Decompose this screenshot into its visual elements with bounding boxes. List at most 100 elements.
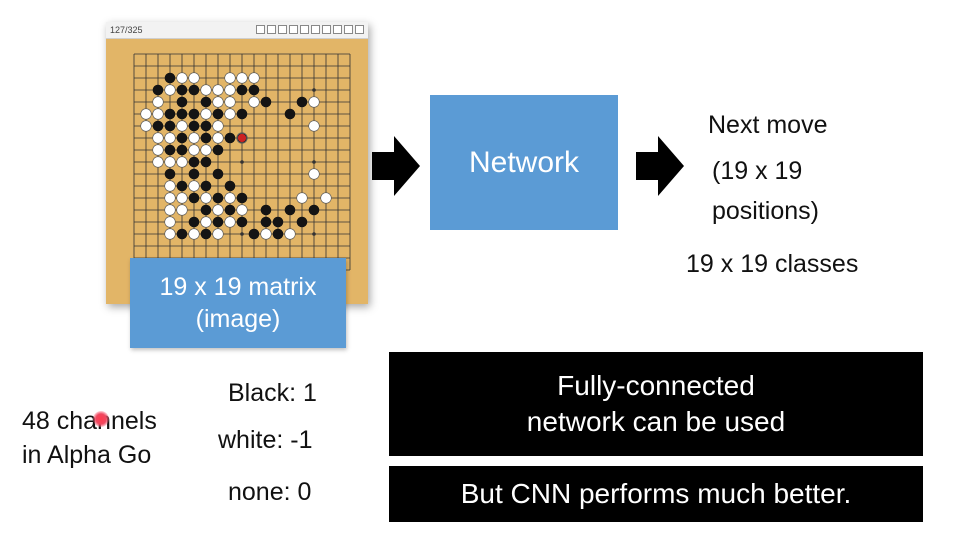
tool-icon [267,25,276,34]
black-stone [248,84,260,96]
tool-icon [300,25,309,34]
black-stone [176,96,188,108]
fc-caption-line2: network can be used [526,406,786,437]
output-classes: 19 x 19 classes [686,250,859,278]
white-stone [200,192,212,204]
black-stone [152,84,164,96]
white-stone [164,216,176,228]
black-stone [236,216,248,228]
black-stone [236,192,248,204]
network-box: Network [430,95,618,230]
white-stone [152,144,164,156]
black-stone [248,228,260,240]
star-point [312,88,316,92]
output-positions: (19 x 19 positions) [712,151,819,231]
black-stone [188,108,200,120]
white-stone [176,204,188,216]
white-stone [224,72,236,84]
white-stone [164,204,176,216]
star-point [240,160,244,164]
tool-icon [289,25,298,34]
white-stone [308,168,320,180]
white-stone [164,84,176,96]
black-stone [200,156,212,168]
black-stone [176,132,188,144]
black-stone [176,180,188,192]
white-stone [188,180,200,192]
black-stone [200,228,212,240]
white-stone [152,132,164,144]
black-stone [236,84,248,96]
output-line2: (19 x 19 [712,157,803,185]
tool-icon [256,25,265,34]
black-stone [212,108,224,120]
black-stone [188,192,200,204]
black-stone [224,180,236,192]
black-stone [200,96,212,108]
tool-icon [344,25,353,34]
white-stone [176,156,188,168]
black-value: Black: 1 [228,379,317,407]
white-stone [164,192,176,204]
network-label: Network [468,145,580,179]
arrow-right-icon [372,136,420,196]
black-stone [164,72,176,84]
white-stone [176,120,188,132]
white-stone [248,72,260,84]
black-stone [200,204,212,216]
fully-connected-caption: Fully-connected network can be used [389,352,923,456]
cnn-caption-text: But CNN performs much better. [460,478,852,509]
white-stone [212,204,224,216]
white-stone [296,192,308,204]
white-stone [320,192,332,204]
white-stone [224,84,236,96]
cnn-caption: But CNN performs much better. [389,466,923,522]
board-toolbar: 127/325 [106,22,368,39]
white-stone [224,96,236,108]
white-stone [212,132,224,144]
tool-icon [355,25,364,34]
last-move-marker [237,133,247,143]
black-stone [272,228,284,240]
white-stone [164,180,176,192]
white-stone [200,216,212,228]
white-stone [152,156,164,168]
white-stone [164,156,176,168]
black-stone [224,132,236,144]
black-stone [176,144,188,156]
white-stone [176,72,188,84]
white-stone [224,108,236,120]
white-stone [212,228,224,240]
white-stone [224,216,236,228]
white-stone [152,96,164,108]
black-stone [296,96,308,108]
white-stone [284,228,296,240]
black-stone [296,216,308,228]
black-stone [236,108,248,120]
black-stone [200,132,212,144]
white-stone [176,192,188,204]
white-stone [188,72,200,84]
black-stone [188,156,200,168]
go-board-grid [133,53,351,271]
tool-icon [278,25,287,34]
white-stone [248,96,260,108]
channels-note: 48 channels in Alpha Go [22,404,157,472]
white-stone [212,96,224,108]
black-stone [188,168,200,180]
black-stone [224,204,236,216]
white-stone [140,120,152,132]
output-line3: positions) [712,197,819,225]
black-stone [260,96,272,108]
channels-line2: in Alpha Go [22,441,152,469]
black-stone [212,168,224,180]
go-board-screenshot [106,22,368,304]
matrix-label-line1: 19 x 19 matrix [159,273,317,301]
black-stone [176,108,188,120]
white-stone [140,108,152,120]
arrow-right-icon [636,136,684,196]
white-stone [188,228,200,240]
white-stone [212,84,224,96]
white-stone [212,120,224,132]
white-stone [200,84,212,96]
